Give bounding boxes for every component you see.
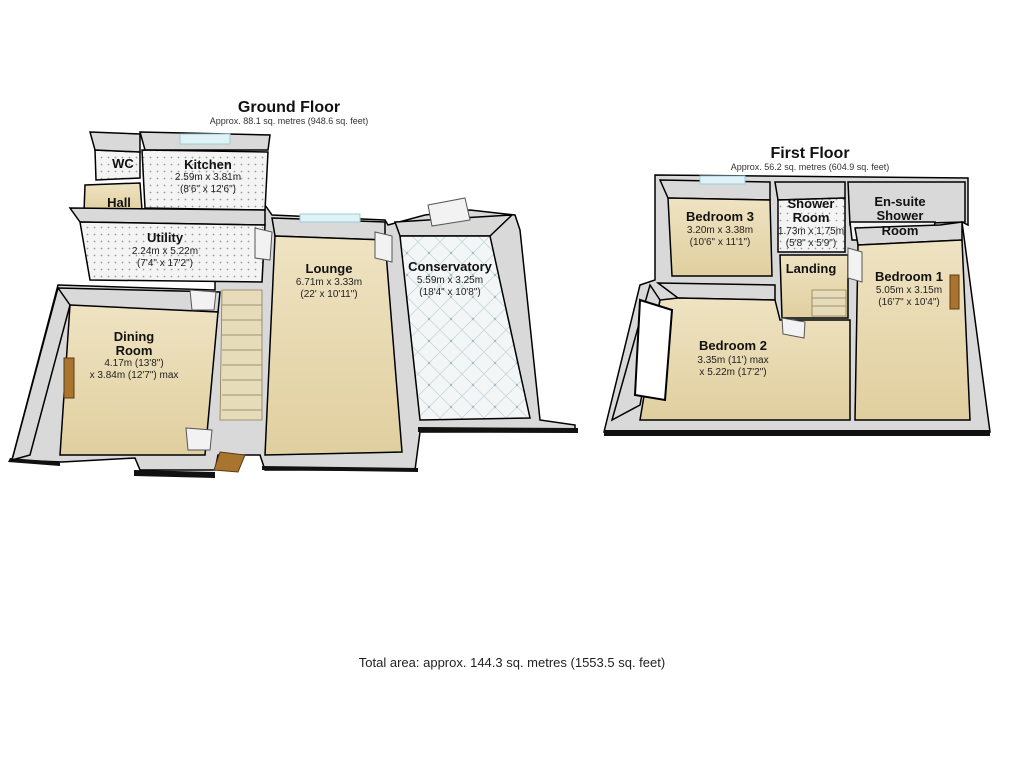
room-dim-utility: 2.24m x 5.22m bbox=[132, 246, 198, 257]
first-floor-plan bbox=[603, 174, 991, 436]
room-dim-bedroom2-2: x 5.22m (17'2") bbox=[699, 367, 766, 378]
room-name-shower: Shower bbox=[788, 196, 835, 211]
lounge-window bbox=[299, 213, 361, 223]
shower-room-floor bbox=[777, 197, 846, 253]
room-name-hall: Hall bbox=[107, 195, 131, 210]
door-icon bbox=[781, 317, 806, 339]
bedroom3-window bbox=[699, 175, 746, 185]
kitchen-window bbox=[179, 133, 231, 145]
room-dim-conservatory-imperial: (18'4" x 10'8") bbox=[419, 287, 481, 298]
room-name-bedroom3: Bedroom 3 bbox=[686, 209, 754, 224]
room-name-dining-2: Room bbox=[116, 343, 153, 358]
wardrobe-icon bbox=[633, 298, 674, 402]
room-name-bedroom1: Bedroom 1 bbox=[875, 269, 943, 284]
room-name-dining: Dining bbox=[114, 329, 154, 344]
staircase bbox=[811, 289, 847, 317]
room-name-wc: WC bbox=[112, 156, 134, 171]
dining-room-floor bbox=[59, 304, 219, 456]
bedroom1-wall bbox=[854, 221, 963, 246]
ensuite-wall bbox=[847, 181, 966, 226]
ground-floor-plan bbox=[8, 131, 578, 478]
door-icon bbox=[185, 427, 213, 451]
door-icon bbox=[847, 247, 863, 283]
wall-edge bbox=[604, 430, 990, 436]
wall-edge bbox=[262, 466, 418, 472]
first-floor-title: First Floor bbox=[770, 145, 849, 162]
room-name-ensuite: En-suite bbox=[874, 194, 925, 209]
conservatory-floor bbox=[399, 235, 531, 421]
bedroom3-floor bbox=[667, 197, 773, 277]
wall-edge bbox=[8, 458, 60, 466]
room-dim-kitchen-imperial: (8'6" x 12'6") bbox=[180, 184, 236, 195]
room-dim-kitchen: 2.59m x 3.81m bbox=[175, 172, 241, 183]
first-floor-area: Approx. 56.2 sq. metres (604.9 sq. feet) bbox=[731, 162, 890, 172]
door-icon bbox=[427, 197, 471, 227]
door-icon bbox=[374, 231, 393, 263]
room-dim-dining-2: x 3.84m (12'7") max bbox=[90, 370, 179, 381]
room-dim-bedroom1: 5.05m x 3.15m bbox=[876, 285, 942, 296]
room-dim-lounge: 6.71m x 3.33m bbox=[296, 277, 362, 288]
room-name-ensuite-3: Room bbox=[882, 223, 919, 238]
fireplace-icon bbox=[63, 357, 75, 399]
room-dim-bedroom3-imperial: (10'6" x 11'1") bbox=[690, 237, 751, 248]
room-name-utility: Utility bbox=[147, 230, 184, 245]
room-name-kitchen: Kitchen bbox=[184, 157, 232, 172]
doormat-icon bbox=[213, 451, 246, 473]
room-name-shower-2: Room bbox=[793, 210, 830, 225]
room-name-lounge: Lounge bbox=[306, 261, 353, 276]
room-name-landing: Landing bbox=[786, 261, 837, 276]
bedroom1-floor bbox=[854, 239, 971, 421]
utility-floor bbox=[79, 221, 266, 283]
room-dim-shower-imperial: (5'8" x 5'9") bbox=[786, 238, 836, 249]
wall-edge bbox=[418, 427, 578, 433]
room-name-conservatory: Conservatory bbox=[408, 259, 493, 274]
lounge-floor bbox=[264, 235, 403, 456]
door-icon bbox=[189, 289, 217, 311]
ground-floor-area: Approx. 88.1 sq. metres (948.6 sq. feet) bbox=[210, 116, 369, 126]
room-dim-dining: 4.17m (13'8") bbox=[104, 358, 163, 369]
room-dim-utility-imperial: (7'4" x 17'2") bbox=[137, 258, 193, 269]
room-dim-bedroom3: 3.20m x 3.38m bbox=[687, 225, 753, 236]
room-dim-bedroom1-imperial: (16'7" x 10'4") bbox=[878, 297, 940, 308]
room-dim-lounge-imperial: (22' x 10'11") bbox=[300, 289, 357, 300]
ground-floor-title: Ground Floor bbox=[238, 99, 340, 116]
room-dim-shower: 1.73m x 1.75m bbox=[778, 226, 844, 237]
room-dim-conservatory: 5.59m x 3.25m bbox=[417, 275, 483, 286]
room-name-bedroom2: Bedroom 2 bbox=[699, 338, 767, 353]
wall-edge bbox=[134, 470, 215, 478]
room-dim-bedroom2: 3.35m (11') max bbox=[697, 355, 768, 366]
wc-wall bbox=[89, 131, 141, 153]
total-area: Total area: approx. 144.3 sq. metres (15… bbox=[359, 655, 665, 670]
fireplace-icon bbox=[949, 274, 960, 310]
staircase bbox=[219, 289, 263, 421]
room-name-ensuite-2: Shower bbox=[877, 208, 924, 223]
door-icon bbox=[254, 227, 273, 261]
